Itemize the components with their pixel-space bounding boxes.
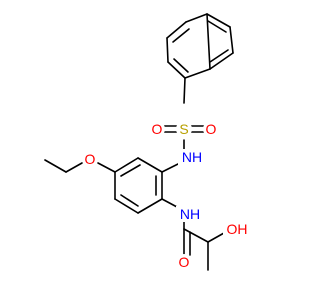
oxygen-label: O bbox=[206, 121, 217, 137]
atom-label-amide-o: O bbox=[176, 254, 192, 270]
atom-label-sulfonamide-nh: NH bbox=[178, 149, 206, 165]
central-benzene-ring bbox=[114, 157, 163, 214]
amide-linkage bbox=[161, 198, 191, 257]
ethoxy-group bbox=[44, 159, 116, 173]
atom-label-sulfonyl-o-left: O bbox=[149, 121, 165, 137]
nitrogen-label: NH bbox=[180, 206, 200, 222]
naphthalene-left-ring bbox=[166, 13, 211, 79]
atom-label-sulfonyl-o-right: O bbox=[203, 121, 219, 137]
hydroxyl-label: OH bbox=[227, 221, 248, 237]
sulfonamide-aryl-bond bbox=[161, 163, 179, 173]
oxygen-label: O bbox=[179, 254, 190, 270]
chemical-structure-diagram: S O O NH O NH O OH bbox=[44, 13, 252, 271]
nitrogen-label: NH bbox=[182, 149, 202, 165]
atom-label-amide-nh: NH bbox=[176, 206, 204, 222]
aryl-sulfur-bond bbox=[183, 77, 186, 104]
atom-label-sulfonyl-s: S bbox=[176, 121, 192, 137]
atom-label-hydroxyl: OH bbox=[223, 221, 252, 237]
sulfur-label: S bbox=[179, 121, 188, 137]
hydroxypropanoyl-chain bbox=[183, 228, 225, 271]
naphthalene-right-ring bbox=[206, 13, 234, 70]
sulfonyl-double-bonds bbox=[162, 125, 206, 133]
oxygen-label: O bbox=[152, 121, 163, 137]
oxygen-label: O bbox=[85, 151, 96, 167]
atom-label-ether-o: O bbox=[82, 151, 98, 167]
